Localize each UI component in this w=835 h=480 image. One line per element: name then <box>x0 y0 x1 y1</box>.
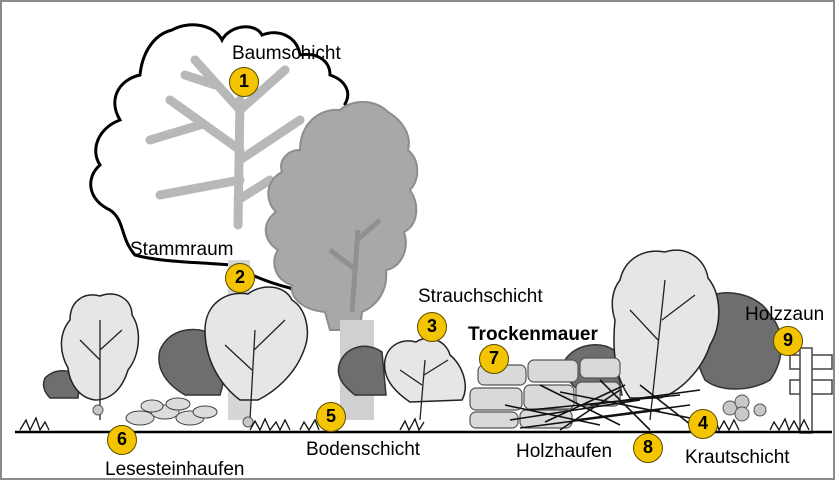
badge-4: 4 <box>688 409 718 439</box>
label-holzzaun: Holzzaun <box>745 305 824 324</box>
label-baumschicht: Baumschicht <box>232 44 341 63</box>
badge-3: 3 <box>417 312 447 342</box>
badge-9: 9 <box>773 326 803 356</box>
badge-8: 8 <box>633 433 663 463</box>
label-lesesteinhaufen: Lesesteinhaufen <box>105 460 244 479</box>
label-bodenschicht: Bodenschicht <box>306 440 420 459</box>
label-holzhaufen: Holzhaufen <box>516 442 612 461</box>
label-strauchschicht: Strauchschicht <box>418 287 543 306</box>
badge-7: 7 <box>479 344 509 374</box>
badge-5: 5 <box>316 402 346 432</box>
badge-1: 1 <box>229 67 259 97</box>
label-trockenmauer: Trockenmauer <box>468 325 598 344</box>
label-krautschicht: Krautschicht <box>685 448 790 467</box>
badge-6: 6 <box>107 425 137 455</box>
label-stammraum: Stammraum <box>130 240 233 259</box>
badge-2: 2 <box>225 263 255 293</box>
